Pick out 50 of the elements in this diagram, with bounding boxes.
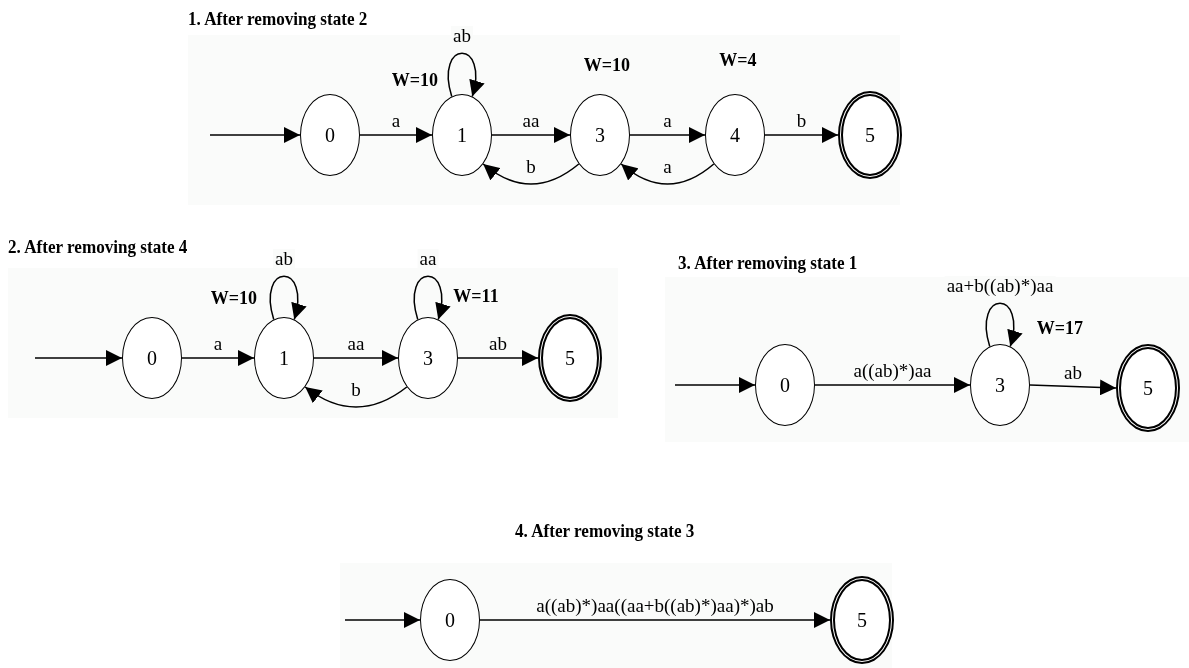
arrow [985,302,1022,348]
edge-label: a((ab)*)aa [851,361,934,381]
state-circle: 0 [755,344,815,426]
arrow [482,163,580,185]
panel-title: 1. After removing state 2 [188,8,368,30]
weight-label: W=10 [391,69,439,91]
edge-label: a((ab)*)aa((aa+b((ab)*)aa)*)ab [534,596,776,616]
arrow [491,127,571,143]
panel-title: 4. After removing state 3 [515,520,695,542]
arrow [34,350,123,366]
final-state-circle: 5 [830,576,894,664]
state-circle: 3 [398,317,458,399]
panel-title: 2. After removing state 4 [8,236,188,258]
arrow [304,386,408,408]
arrow [344,612,421,628]
state-circle: 0 [122,317,182,399]
weight-label: W=4 [719,49,757,71]
arrow [674,377,756,393]
arrow [1029,379,1117,396]
edge-label: aa [417,249,439,269]
arrow [447,52,484,98]
arrow [629,127,706,143]
state-circle: 0 [300,94,360,176]
panel-title: 3. After removing state 1 [678,252,858,274]
weight-label: W=10 [210,287,258,309]
arrow [269,275,306,321]
arrow [313,350,399,366]
final-state-circle: 5 [1116,344,1180,432]
arrow [620,163,715,185]
edge-label: ab [273,249,295,269]
arrow [413,275,450,321]
arrow [479,612,831,628]
arrow [457,350,539,366]
edge-label: aa+b((ab)*)aa [944,276,1056,296]
state-circle: 1 [254,317,314,399]
state-circle: 3 [970,344,1030,426]
final-state-circle: 5 [838,91,902,179]
state-circle: 1 [432,94,492,176]
arrow [359,127,433,143]
arrow [814,377,971,393]
arrow [764,127,839,143]
final-state-circle: 5 [538,314,602,402]
arrow [181,350,255,366]
weight-label: W=17 [1036,317,1084,339]
state-circle: 4 [705,94,765,176]
weight-label: W=10 [583,54,631,76]
weight-label: W=11 [453,285,499,307]
arrow [209,127,301,143]
state-circle: 0 [420,579,480,661]
state-circle: 3 [570,94,630,176]
